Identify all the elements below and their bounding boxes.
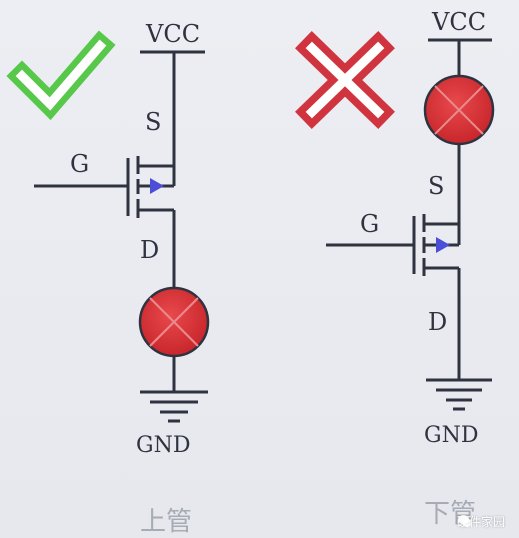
check-icon [6,30,116,121]
left-caption: 上管 [140,507,192,537]
right-d-label: D [428,308,447,336]
right-s-label: S [428,172,444,200]
right-circuit: VCC S G D [295,8,495,529]
left-vcc-label: VCC [145,20,200,48]
right-vcc-label: VCC [431,8,486,36]
right-ground-icon [426,378,492,411]
left-arrow-icon [150,178,164,194]
right-gnd-label: GND [424,423,478,448]
left-gnd-label: GND [136,433,190,458]
wechat-icon [457,515,472,527]
cross-icon [295,31,395,129]
left-circuit: VCC S G D [6,20,210,537]
right-g-label: G [360,210,379,238]
right-lamp-icon [423,74,495,146]
left-g-label: G [70,150,89,178]
right-arrow-icon [436,237,450,253]
left-d-label: D [140,236,159,264]
left-ground-icon [140,390,208,423]
left-lamp-icon [138,286,210,358]
watermark: 硬件家园 [457,513,505,530]
left-pmos-transistor [34,156,176,218]
right-pmos-transistor [326,214,461,276]
left-s-label: S [145,108,161,136]
